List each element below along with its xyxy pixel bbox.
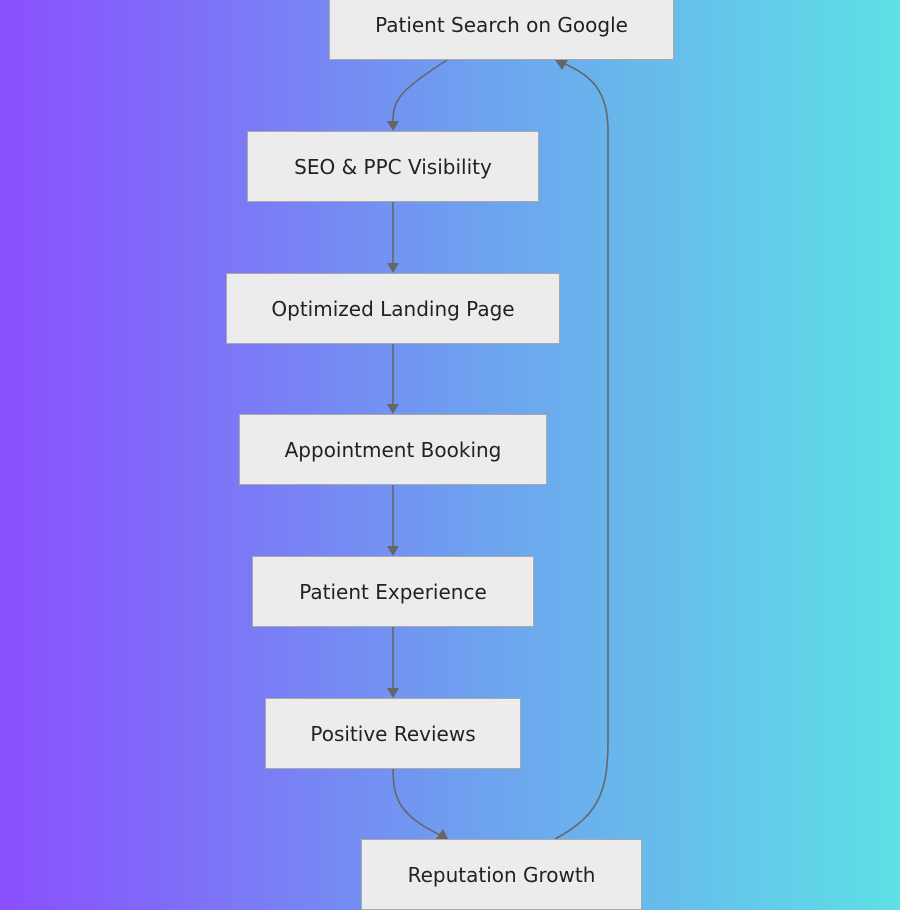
node-label: Positive Reviews: [310, 721, 476, 746]
node-label: SEO & PPC Visibility: [294, 154, 492, 179]
arrowhead-icon: [387, 546, 399, 556]
node-label: Patient Search on Google: [375, 12, 628, 37]
edge-reviews-reputation: [392, 767, 441, 836]
arrowhead-icon: [555, 60, 568, 70]
edge-reputation-search: [554, 63, 609, 840]
node-reputation-growth: Reputation Growth: [361, 839, 642, 910]
arrowhead-icon: [387, 121, 399, 131]
node-label: Reputation Growth: [407, 862, 596, 887]
arrowhead-icon: [387, 404, 399, 414]
node-label: Appointment Booking: [284, 437, 502, 462]
node-landing-page: Optimized Landing Page: [226, 273, 560, 344]
arrowhead-icon: [387, 688, 399, 698]
arrowhead-icon: [387, 263, 399, 273]
node-seo-ppc: SEO & PPC Visibility: [247, 131, 539, 202]
node-positive-reviews: Positive Reviews: [265, 698, 521, 769]
edge-search-seo: [392, 59, 448, 122]
node-label: Optimized Landing Page: [271, 296, 515, 321]
arrowhead-icon: [436, 829, 448, 839]
node-label: Patient Experience: [299, 579, 487, 604]
node-appointment-booking: Appointment Booking: [239, 414, 547, 485]
node-patient-experience: Patient Experience: [252, 556, 534, 627]
node-patient-search: Patient Search on Google: [329, 0, 674, 60]
